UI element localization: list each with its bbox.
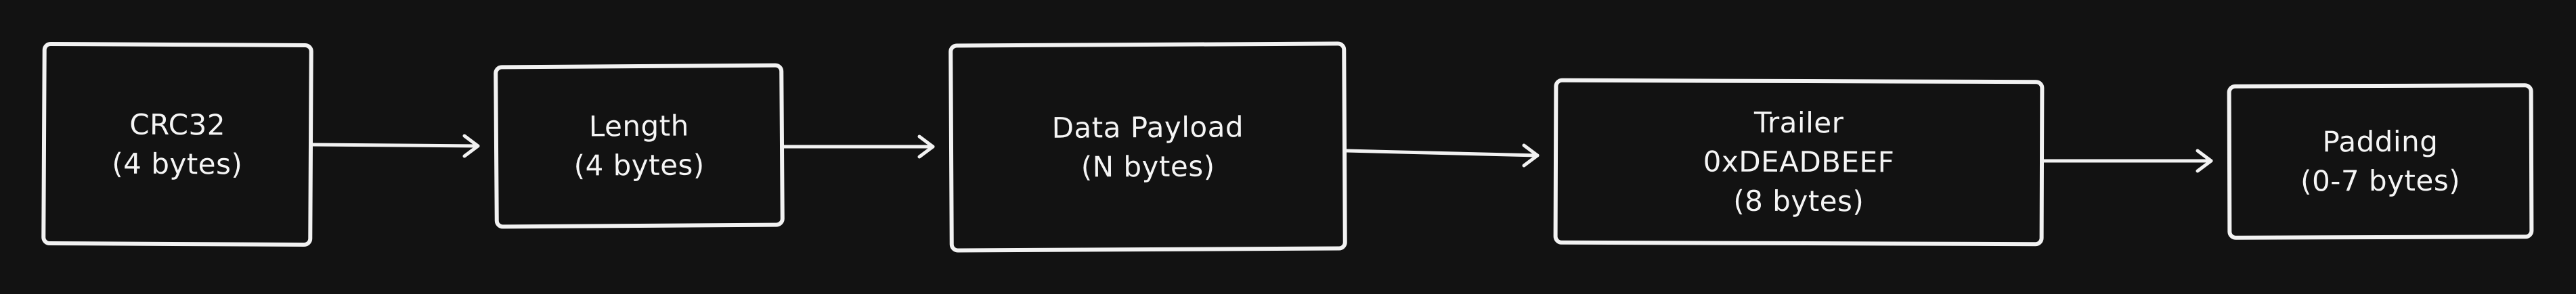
crc32-node: CRC32 (4 bytes): [41, 41, 313, 247]
edge-trailer-to-padding: [2042, 149, 2213, 173]
trailer-node-value: 0xDEADBEEF: [1703, 145, 1895, 179]
edge-crc32-to-length: [311, 134, 480, 158]
trailer-node-size: (8 bytes): [1733, 184, 1864, 218]
length-node: Length (4 bytes): [494, 63, 785, 229]
length-node-size: (4 bytes): [573, 148, 705, 182]
edge-data-payload-to-trailer: [1345, 143, 1540, 168]
trailer-node: Trailer 0xDEADBEEF (8 bytes): [1553, 78, 2045, 247]
crc32-node-size: (4 bytes): [112, 146, 243, 181]
data-payload-node: Data Payload (N bytes): [948, 41, 1347, 253]
data-payload-node-size: (N bytes): [1080, 149, 1215, 184]
padding-node-title: Padding: [2322, 124, 2439, 159]
data-payload-node-title: Data Payload: [1051, 109, 1244, 145]
padding-node: Padding (0-7 bytes): [2227, 83, 2534, 240]
length-node-title: Length: [588, 109, 689, 143]
padding-node-size: (0-7 bytes): [2300, 164, 2461, 198]
crc32-node-title: CRC32: [129, 107, 226, 141]
trailer-node-title: Trailer: [1753, 105, 1844, 140]
edge-length-to-data-payload: [782, 134, 935, 159]
